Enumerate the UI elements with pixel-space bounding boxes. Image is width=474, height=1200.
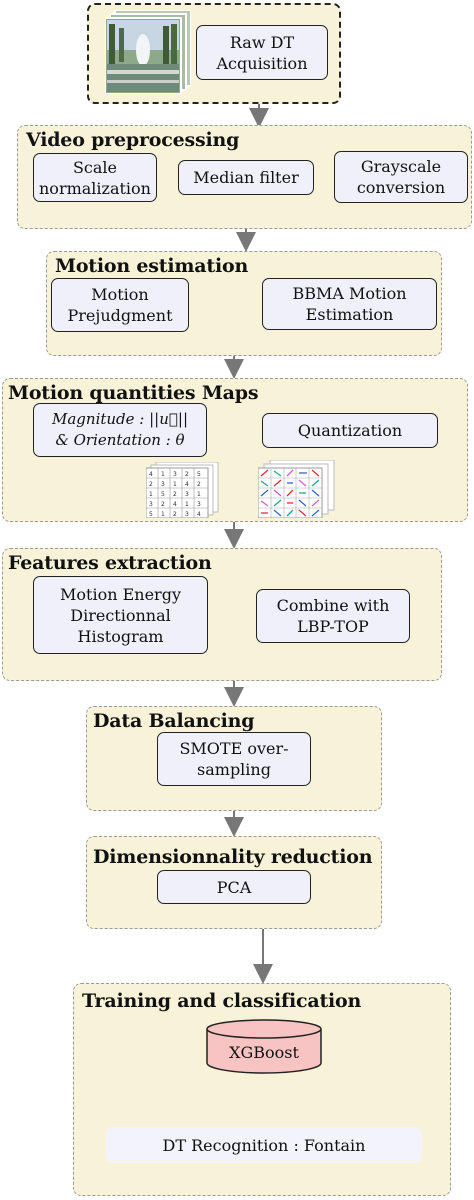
svg-text:4: 4 bbox=[197, 511, 201, 518]
training-classification-title: Training and classification bbox=[82, 990, 362, 1012]
magnitude-orientation-box: Magnitude : ||u⃗|| & Orientation : θ bbox=[33, 403, 207, 457]
svg-text:1: 1 bbox=[149, 491, 153, 498]
video-preprocessing-title: Video preprocessing bbox=[26, 129, 240, 151]
combine-lbp-top-box: Combine with LBP-TOP bbox=[256, 589, 410, 643]
svg-text:5: 5 bbox=[161, 491, 165, 498]
magnitude-grid-thumbnails: 4 1 3 2 5 2 3 1 4 2 1 5 2 3 1 3 2 4 1 3 5 1 2 3 4 bbox=[146, 462, 219, 518]
svg-text:2: 2 bbox=[173, 491, 177, 498]
svg-text:4: 4 bbox=[149, 471, 153, 478]
dimensionality-reduction-title: Dimensionnality reduction bbox=[93, 846, 373, 868]
quantization-box: Quantization bbox=[262, 413, 438, 448]
orientation-grid-thumbnails bbox=[258, 460, 335, 518]
features-extraction-title: Features extraction bbox=[8, 552, 212, 574]
median-filter-box: Median filter bbox=[178, 160, 314, 195]
svg-text:2: 2 bbox=[173, 511, 177, 518]
data-balancing-title: Data Balancing bbox=[93, 710, 255, 732]
smote-oversampling-box: SMOTE over- sampling bbox=[157, 732, 311, 786]
svg-text:3: 3 bbox=[185, 491, 189, 498]
svg-text:2: 2 bbox=[161, 501, 165, 508]
svg-text:3: 3 bbox=[161, 481, 165, 488]
svg-text:1: 1 bbox=[185, 501, 189, 508]
svg-text:5: 5 bbox=[149, 511, 153, 518]
svg-text:5: 5 bbox=[197, 471, 201, 478]
svg-text:2: 2 bbox=[197, 481, 201, 488]
svg-text:1: 1 bbox=[173, 481, 177, 488]
svg-text:4: 4 bbox=[185, 481, 189, 488]
svg-text:1: 1 bbox=[197, 491, 201, 498]
motion-estimation-title: Motion estimation bbox=[55, 255, 249, 277]
svg-text:1: 1 bbox=[161, 511, 165, 518]
svg-text:3: 3 bbox=[197, 501, 201, 508]
dt-recognition-result: DT Recognition : Fontain bbox=[106, 1127, 422, 1163]
fountain-image bbox=[105, 10, 191, 94]
xgboost-label: XGBoost bbox=[229, 1042, 299, 1062]
motion-prejudgment-box: Motion Prejudgment bbox=[51, 278, 189, 332]
magnitude-label: Magnitude : ||u⃗|| bbox=[52, 410, 188, 428]
svg-text:3: 3 bbox=[185, 511, 189, 518]
motion-maps-title: Motion quantities Maps bbox=[8, 382, 259, 404]
svg-text:3: 3 bbox=[173, 471, 177, 478]
svg-text:4: 4 bbox=[173, 501, 177, 508]
raw-dt-acquisition-box: Raw DT Acquisition bbox=[196, 25, 328, 80]
svg-text:1: 1 bbox=[161, 471, 165, 478]
svg-text:3: 3 bbox=[149, 501, 153, 508]
svg-text:2: 2 bbox=[185, 471, 189, 478]
grayscale-conversion-box: Grayscale conversion bbox=[334, 151, 468, 203]
svg-text:2: 2 bbox=[149, 481, 153, 488]
pca-box: PCA bbox=[157, 870, 311, 904]
xgboost-database-icon bbox=[206, 1019, 322, 1074]
orientation-label: & Orientation : θ bbox=[55, 431, 185, 449]
motion-energy-histogram-box: Motion Energy Directionnal Histogram bbox=[33, 576, 208, 654]
training-classification-stage bbox=[73, 983, 451, 1196]
bbma-motion-estimation-box: BBMA Motion Estimation bbox=[262, 278, 437, 330]
scale-normalization-box: Scale normalization bbox=[33, 153, 157, 202]
